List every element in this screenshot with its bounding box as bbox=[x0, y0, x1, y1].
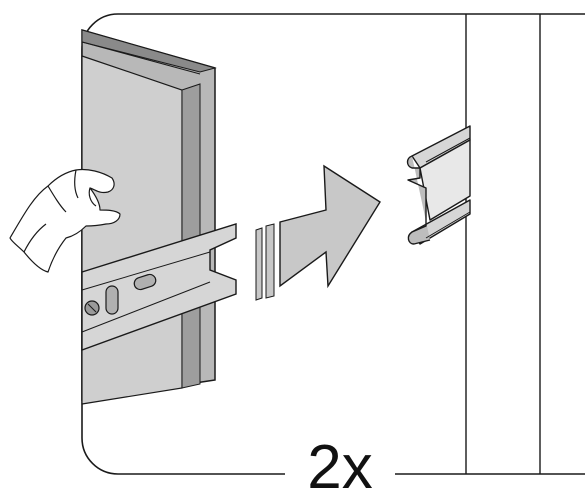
hand-finger-line bbox=[74, 169, 79, 199]
direction-arrow bbox=[255, 164, 381, 301]
arrow-speed-stripe bbox=[255, 227, 263, 301]
wall-rail-groove bbox=[425, 137, 471, 163]
wall-rail bbox=[406, 125, 471, 245]
rail-slot-hole bbox=[133, 273, 157, 291]
hand-thumb-line bbox=[47, 185, 67, 213]
hand-palm bbox=[9, 168, 121, 273]
cabinet-rail-ridge-lower bbox=[81, 281, 211, 333]
arrow-body bbox=[279, 164, 381, 289]
hand-illustration bbox=[9, 168, 121, 273]
cabinet-inner-face bbox=[81, 55, 183, 405]
wall-rail-groove bbox=[425, 211, 471, 239]
cabinet-top-edge bbox=[81, 29, 217, 73]
hand-wrist-line bbox=[23, 223, 47, 253]
cabinet-rail-ridge bbox=[81, 251, 211, 291]
mounting-wall bbox=[465, 14, 541, 474]
hand-finger-line bbox=[88, 187, 97, 207]
wall-rail-profile-outline bbox=[406, 155, 431, 245]
arrow-speed-stripe bbox=[265, 223, 275, 299]
rail-slot-hole bbox=[105, 285, 119, 315]
cabinet-edge-line bbox=[81, 41, 201, 75]
rail-screw-slot bbox=[87, 303, 97, 313]
quantity-label: 2x bbox=[285, 432, 395, 504]
cabinet-rail bbox=[81, 223, 237, 351]
